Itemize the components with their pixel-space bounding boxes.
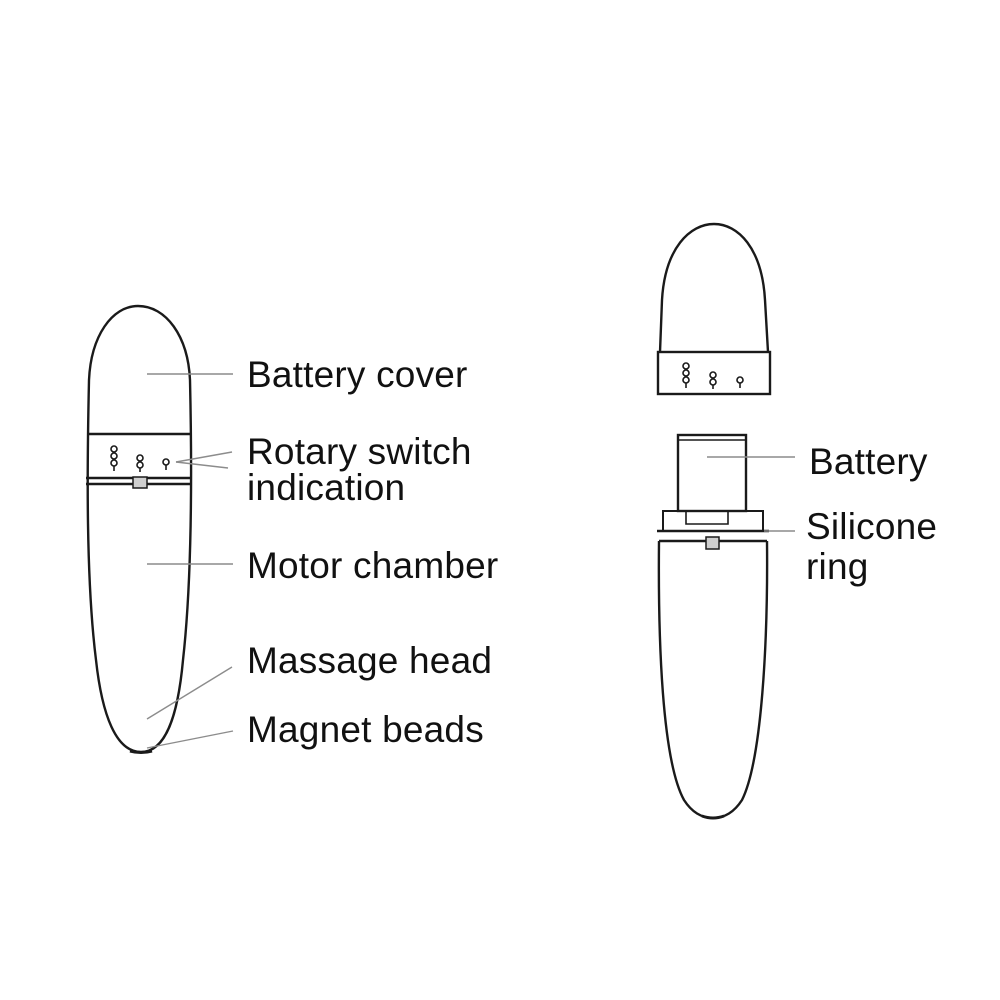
rotary-switch-knob xyxy=(132,476,148,489)
exploded-device-tip xyxy=(701,814,725,820)
exploded-leader-lines xyxy=(707,456,795,532)
battery-cover-cap xyxy=(658,222,770,353)
label-silicone-ring-line1: Silicone xyxy=(806,506,938,547)
exploded-device xyxy=(656,222,772,820)
assembled-leader-lines xyxy=(146,373,234,749)
cap-switch-band xyxy=(656,350,772,396)
motor-chamber-body xyxy=(657,540,769,820)
label-battery: Battery xyxy=(809,441,928,482)
exploded-switch-knob xyxy=(705,536,720,550)
speed-2-glyph xyxy=(136,454,144,472)
cap-switch-glyphs xyxy=(682,362,744,389)
label-magnet-beads: Magnet beads xyxy=(247,709,484,750)
connector-detail xyxy=(685,511,729,525)
leader-magnet-beads xyxy=(146,730,234,749)
leader-rotary-switch-b xyxy=(175,461,229,469)
label-silicone-ring-line2: ring xyxy=(806,546,869,587)
assembled-device xyxy=(86,304,193,754)
label-motor-chamber: Motor chamber xyxy=(247,545,499,586)
connector-block xyxy=(662,510,764,532)
assembled-device-body xyxy=(86,304,193,754)
leader-massage-head xyxy=(146,666,233,720)
cap-speed-3-glyph xyxy=(682,362,690,388)
label-battery-cover: Battery cover xyxy=(247,354,468,395)
cap-speed-1-glyph xyxy=(736,376,744,388)
assembled-device-tip xyxy=(129,749,153,754)
speed-3-glyph xyxy=(110,445,118,471)
switch-indication-glyphs xyxy=(110,445,170,472)
speed-1-glyph xyxy=(162,458,170,470)
cap-speed-2-glyph xyxy=(709,371,717,389)
leader-rotary-switch-a xyxy=(175,451,233,463)
label-rotary-switch-line1: Rotary switch xyxy=(247,431,472,472)
battery-cell xyxy=(676,433,748,513)
label-massage-head: Massage head xyxy=(247,640,493,681)
label-rotary-switch-line2: indication xyxy=(247,467,406,508)
